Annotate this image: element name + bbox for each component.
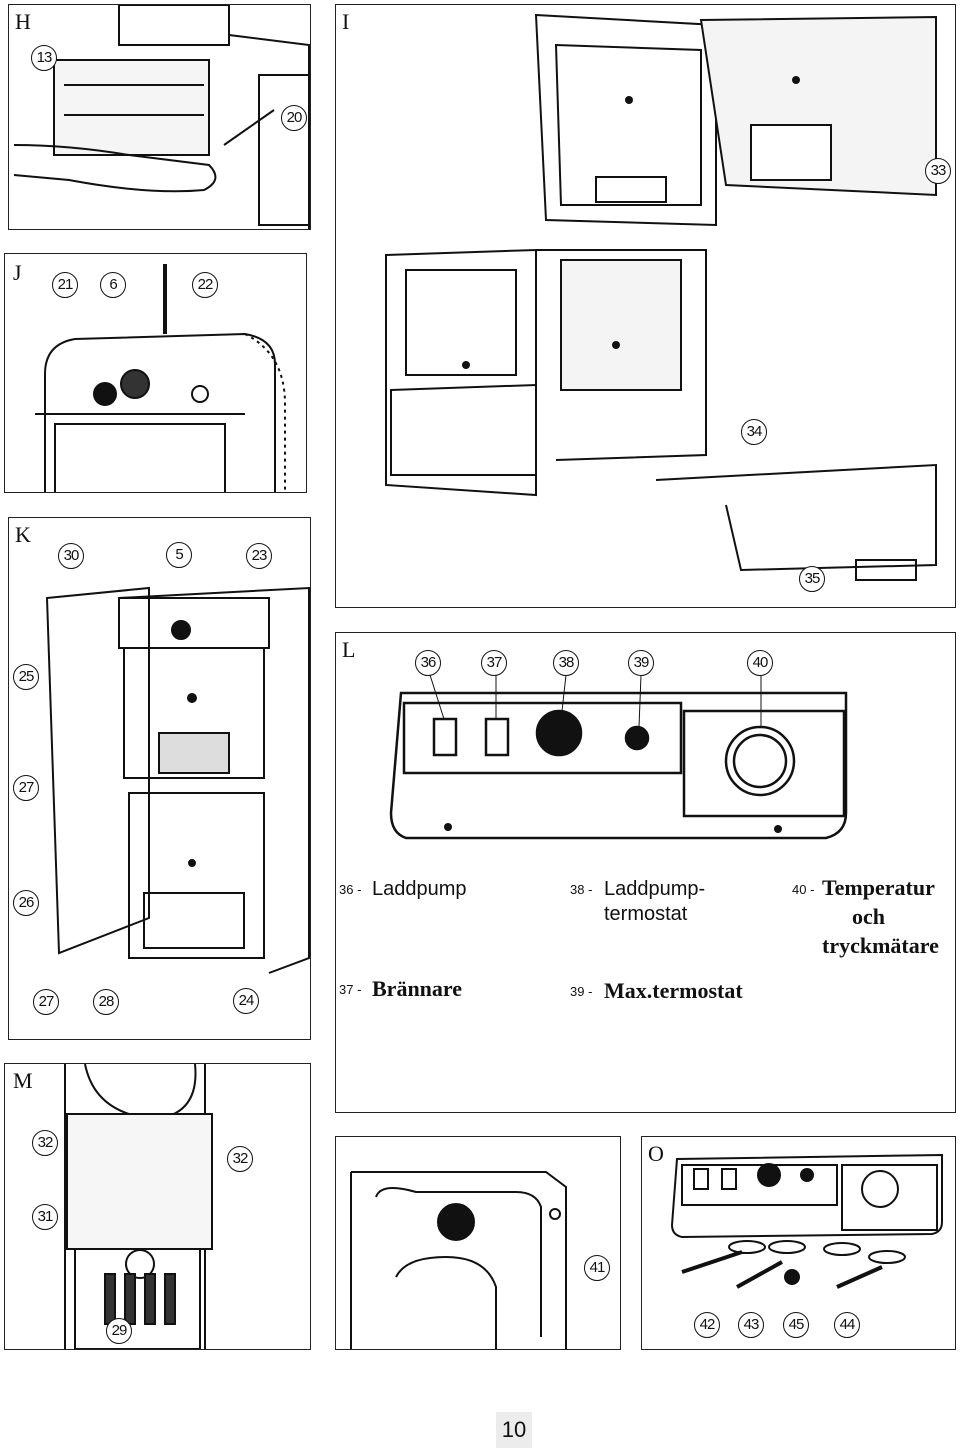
callout-43: 43 (738, 1312, 764, 1338)
callout-29: 29 (106, 1318, 132, 1344)
panel-letter-m: M (13, 1068, 33, 1093)
control-panel-illustration (389, 674, 848, 840)
callout-37: 37 (481, 650, 507, 676)
legend-38-label-line2: termostat (604, 903, 688, 925)
boiler-rear-cover-illustration (64, 1064, 213, 1349)
callout-38: 38 (553, 650, 579, 676)
panel-letter-l: L (342, 637, 356, 662)
burner-removal-illustration (13, 5, 310, 229)
callout-28: 28 (93, 989, 119, 1015)
panel-j: J 21 6 22 (4, 253, 307, 493)
panel-m: M 32 32 31 29 (4, 1063, 311, 1350)
legend-39-label: Max.termostat (604, 978, 743, 1003)
legend-37-number: 37 - (339, 982, 362, 997)
callout-34: 34 (741, 419, 767, 445)
legend-36-label: Laddpump (372, 878, 467, 900)
legend-40-label-line2: och (852, 904, 885, 929)
callout-6: 6 (100, 272, 126, 298)
callout-27-top: 27 (13, 775, 39, 801)
door-insulation-illustration (385, 13, 937, 581)
panel-o: O 42 43 45 44 (641, 1136, 956, 1350)
callout-35: 35 (799, 566, 825, 592)
legend-39-number: 39 - (570, 984, 593, 999)
panel-letter-k: K (15, 522, 31, 547)
callout-36: 36 (415, 650, 441, 676)
legend-40-number: 40 - (792, 882, 815, 897)
panel-letter-j: J (13, 260, 22, 285)
panel-i: I 33 34 35 (335, 4, 956, 608)
legend-38-number: 38 - (570, 882, 593, 897)
callout-42: 42 (694, 1312, 720, 1338)
legend-37-label: Brännare (372, 976, 463, 1001)
legend-36-number: 36 - (339, 882, 362, 897)
boiler-top-illustration (35, 264, 286, 492)
callout-23: 23 (246, 543, 272, 569)
callout-21: 21 (52, 272, 78, 298)
legend-40-label-line3: tryckmätare (822, 933, 939, 958)
callout-22: 22 (192, 272, 218, 298)
panel-letter-h: H (15, 9, 31, 34)
callout-25: 25 (13, 664, 39, 690)
callout-39: 39 (628, 650, 654, 676)
callout-26: 26 (13, 890, 39, 916)
callout-32-left: 32 (32, 1130, 58, 1156)
firebox-opening-illustration (350, 1171, 567, 1349)
callout-45: 45 (783, 1312, 809, 1338)
panel-n: 41 (335, 1136, 621, 1350)
control-panel-sensors-illustration (670, 1153, 943, 1289)
callout-41: 41 (584, 1255, 610, 1281)
boiler-front-open-door-illustration (45, 586, 310, 974)
panel-l: L 36 37 38 39 40 36 - Laddpump (335, 632, 956, 1113)
panel-letter-o: O (648, 1141, 664, 1166)
callout-44: 44 (834, 1312, 860, 1338)
page-number: 10 (496, 1412, 532, 1448)
legend-40-label-line1: Temperatur (822, 875, 935, 900)
callout-20: 20 (281, 105, 307, 131)
panel-letter-i: I (342, 9, 350, 34)
callout-33: 33 (925, 158, 951, 184)
callout-13: 13 (31, 45, 57, 71)
panel-k: K 30 5 23 25 27 26 27 28 24 (8, 517, 311, 1040)
legend-38-label-line1: Laddpump- (604, 878, 706, 900)
callout-27-bottom: 27 (33, 989, 59, 1015)
callout-31: 31 (32, 1204, 58, 1230)
callout-5: 5 (166, 542, 192, 568)
panel-h: H 13 20 (8, 4, 311, 230)
callout-32-right: 32 (227, 1146, 253, 1172)
callout-30: 30 (58, 543, 84, 569)
callout-24: 24 (233, 988, 259, 1014)
callout-40: 40 (747, 650, 773, 676)
